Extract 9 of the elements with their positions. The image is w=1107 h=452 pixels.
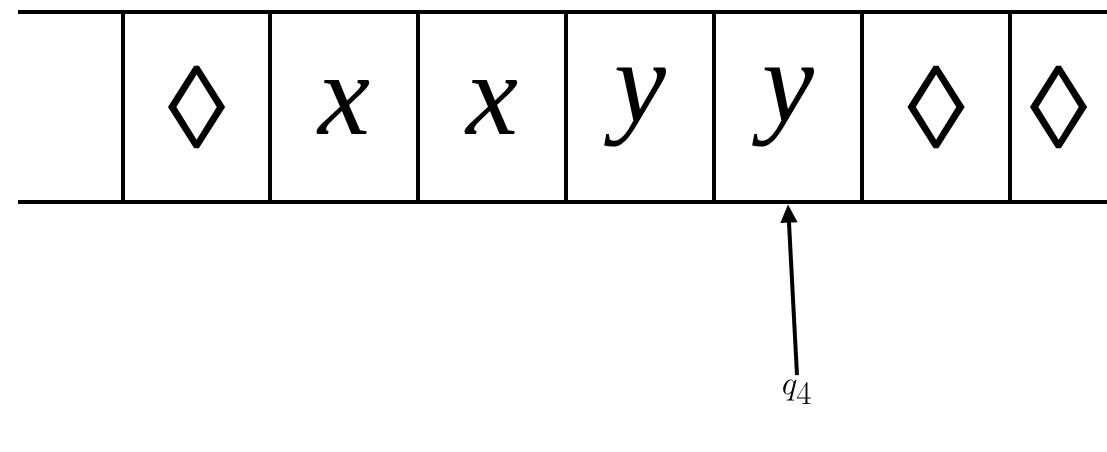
tape-cell	[16, 10, 125, 204]
head-label: $q_4$	[783, 379, 811, 405]
tape-cell: y	[712, 10, 864, 204]
tape-cell: x	[268, 10, 420, 204]
tape-cell: ◊	[1008, 10, 1107, 204]
tape-cell: x	[416, 10, 568, 204]
tape-cell: ◊	[860, 10, 1012, 204]
tape-cell: y	[564, 10, 716, 204]
tape-cell: ◊	[121, 10, 272, 204]
